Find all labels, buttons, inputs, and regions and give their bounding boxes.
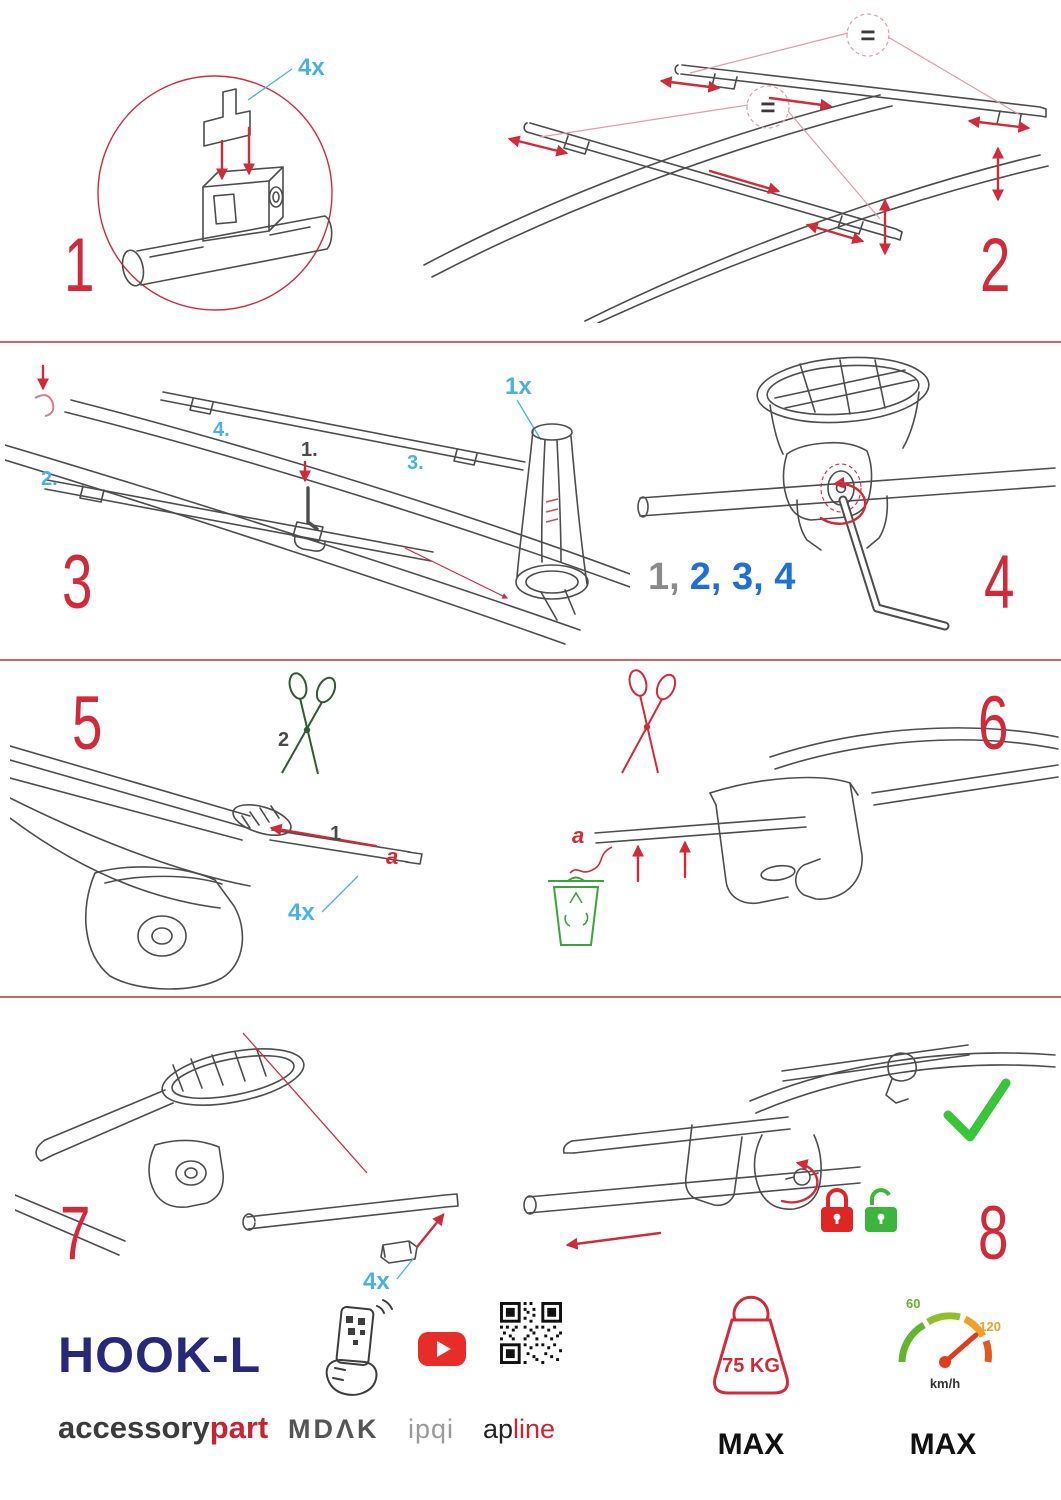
pull-arrow [269,823,378,848]
logo-mdak: MDΛK [288,1414,380,1444]
logo-apline: apline [483,1414,555,1445]
step-2-illustration: = = [423,13,1049,323]
measure-arrow [659,76,721,93]
step-5-number: 5 [72,681,102,766]
checkmark-icon [943,1078,1011,1142]
step3-sub4-label: 4. [213,419,230,441]
measure-arrow [805,221,865,245]
max-weight-icon: 75 KG [713,1295,789,1395]
step-3-number: 3 [62,540,92,625]
brand-wordmark: accessorypart [58,1410,268,1446]
step-5-illustration: 2 1 a 4x [10,672,423,990]
section-divider [0,341,1061,343]
step3-sub1-label: 1. [301,439,318,461]
alignment-line [242,1032,368,1174]
step-6-illustration: a [548,669,1059,946]
equal-sign: = [860,20,875,50]
step-8-number: 8 [978,1191,1008,1276]
youtube-icon [418,1332,466,1366]
step3-sub2-label: 2. [41,468,58,490]
logo-ap: ap [483,1414,514,1444]
locked-padlock-icon [821,1188,853,1232]
trash-recycle-icon [548,876,604,946]
scissors-icon [621,669,677,774]
end-cap-part [380,1240,418,1264]
step-1-illustration: 4x [97,54,333,311]
scissors-icon [281,672,337,775]
weight-value: 75 KG [722,1355,780,1377]
step5-qty-label: 4x [288,899,315,926]
brand-part: part [209,1410,269,1445]
step3-sub3-label: 3. [407,452,424,474]
section-divider [0,996,1061,998]
key-rotate-arrow [780,1159,819,1204]
equal-spacing-badge [846,13,890,57]
measure-arrow [967,116,1031,133]
step-4-number: 4 [984,540,1014,625]
brand-accessory: accessory [58,1410,210,1445]
unlocked-padlock-icon [865,1188,897,1232]
step-3-illustration: 2. 4. 1. 3. 1x [5,364,630,645]
step-8-illustration [523,1044,1056,1250]
hex-key-icon [306,486,319,531]
step4-seq-next: 2, 3, 4 [689,556,796,598]
play-triangle-icon [437,1341,451,1357]
section-divider [0,659,1061,661]
step5-label-1: 1 [330,823,341,845]
clamp-insert-part [203,88,251,147]
product-name: HOOK-L [58,1327,262,1383]
rotate-arrow [819,476,867,525]
speed-unit-label: km/h [930,1376,960,1391]
needle [942,1332,979,1365]
equal-sign: = [760,92,775,122]
speed-max-label: MAX [909,1428,977,1461]
step4-sequence: 1,2, 3, 4 [648,556,795,599]
lock-cylinder [793,1168,811,1186]
measure-arrow [507,135,569,157]
equal-spacing-badge [746,85,790,129]
step-6-number: 6 [978,681,1008,766]
screw-highlight [820,463,862,513]
step7-qty-label: 4x [363,1268,390,1295]
weight-max-label: MAX [717,1428,785,1461]
step-1-number: 1 [64,223,94,308]
step5-label-a: a [386,844,398,869]
step1-qty-label: 4x [298,54,325,81]
step-7-illustration: 4x [15,1032,459,1295]
logo-ipqi: ipqi [408,1414,455,1444]
step4-seq-done: 1, [648,556,680,598]
step6-label-a: a [572,823,584,848]
logo-line: line [513,1414,556,1444]
step-4-illustration [637,356,1056,631]
step-7-number: 7 [60,1191,90,1276]
detail-circle [97,75,333,311]
cut-strap-scrap [569,846,613,874]
step5-label-2: 2 [278,729,289,751]
step-2-number: 2 [980,223,1010,308]
step3-qty-label: 1x [505,373,532,400]
speed-60-label: 60 [906,1296,920,1311]
speedometer-icon: 60 120 km/h [898,1296,1001,1391]
slide-arrow [565,1231,662,1250]
phone-scan-icon [325,1299,393,1396]
qr-code [500,1302,562,1364]
speed-120-label: 120 [979,1319,1001,1334]
